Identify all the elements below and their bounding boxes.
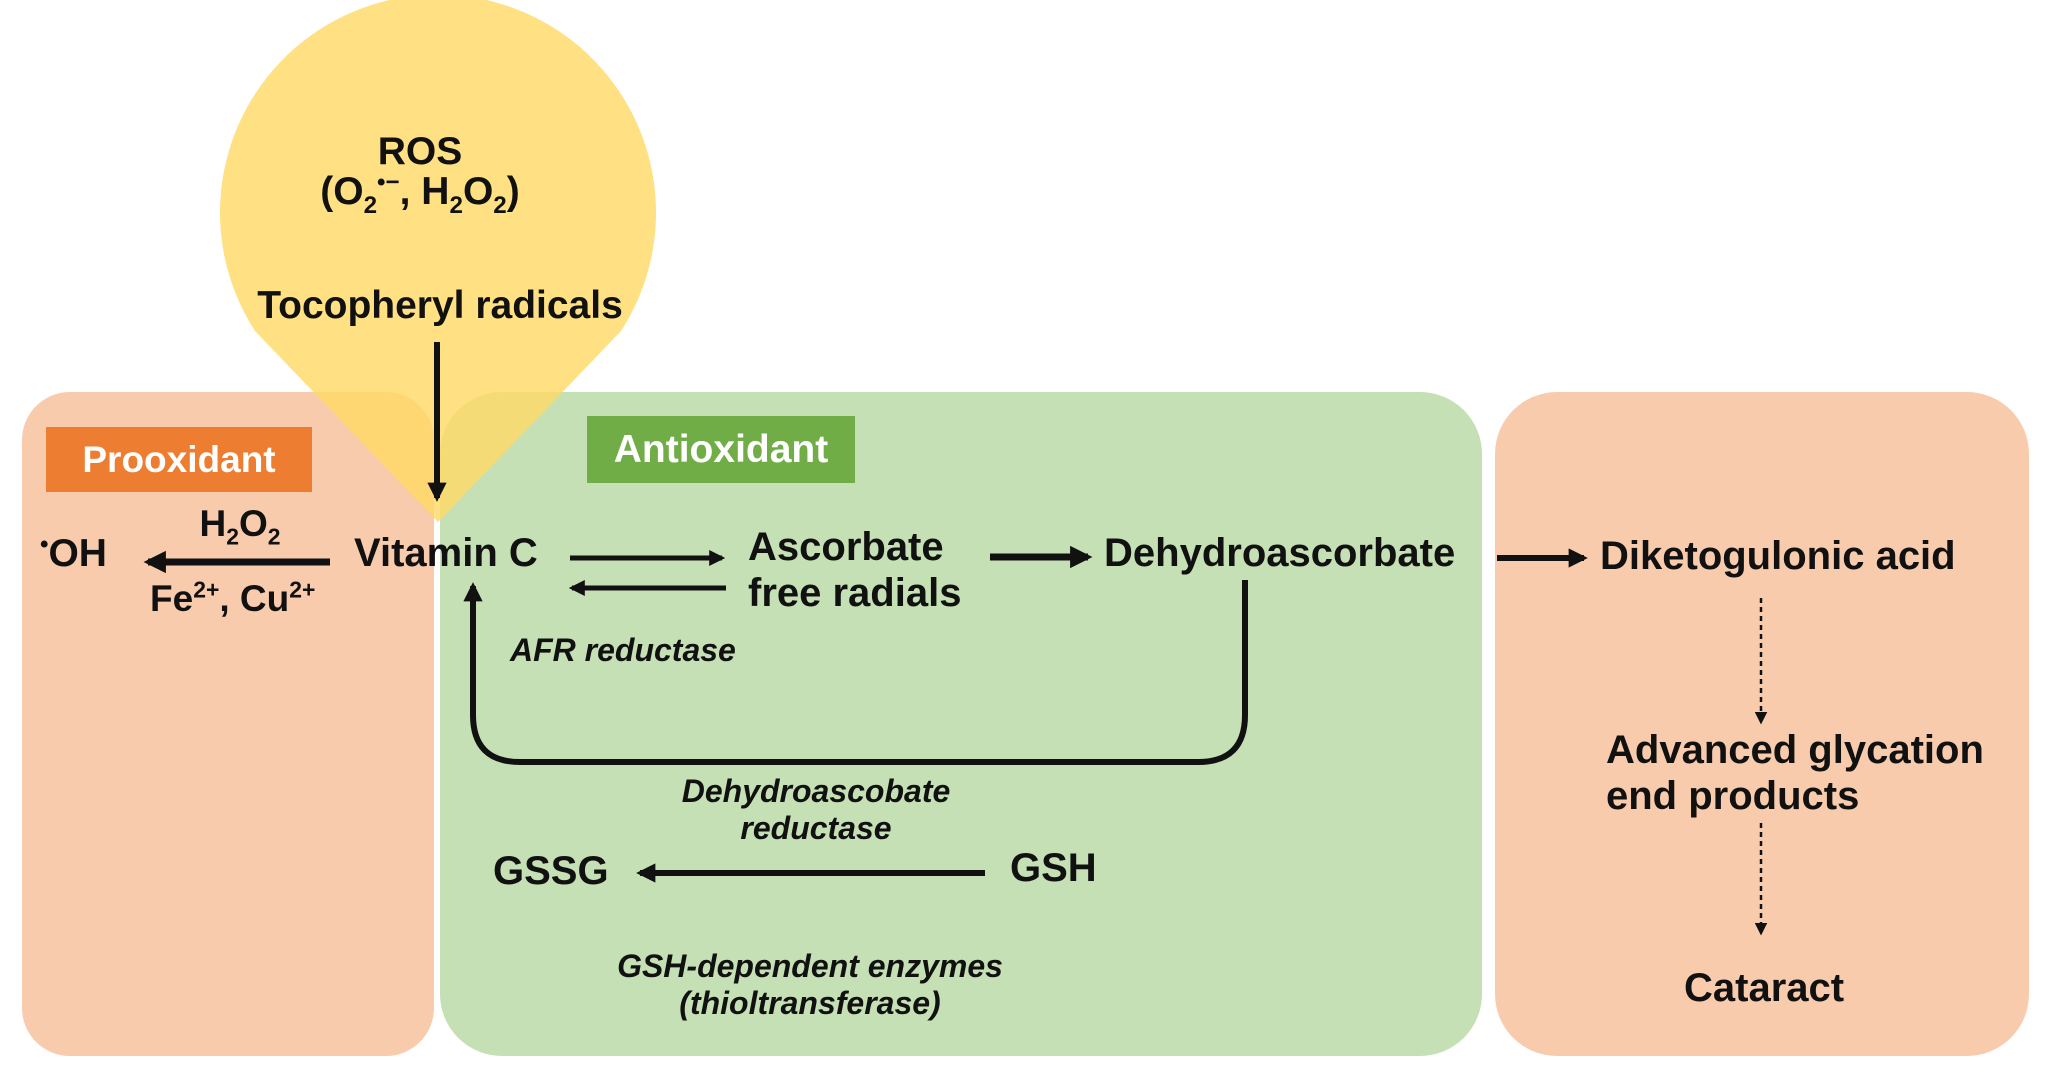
ros-species: (O2•−, H2O2) (320, 169, 520, 219)
gsh-label: GSH (1010, 846, 1097, 890)
antioxidant-tag-label: Antioxidant (613, 427, 829, 471)
antioxidant-tag: Antioxidant (587, 416, 855, 483)
gsh-dependent-enzymes-label: GSH-dependent enzymes (thioltransferase) (617, 948, 1003, 1021)
h2o2-label: H2O2 (199, 503, 281, 550)
afr-reductase-label: AFR reductase (510, 632, 736, 668)
prooxidant-tag: Prooxidant (46, 427, 312, 492)
ros-title: ROS (377, 130, 463, 173)
vitamin-c-label: Vitamin C (354, 531, 538, 575)
hydroxyl-radical-label: •OH (40, 531, 107, 575)
degradation-panel (1495, 392, 2029, 1056)
prooxidant-tag-label: Prooxidant (82, 438, 276, 480)
cataract-label: Cataract (1684, 966, 1845, 1010)
advanced-glycation-end-products-label: Advanced glycation end products (1606, 728, 1984, 818)
ascorbate-free-radicals-label: Ascorbate free radials (748, 525, 962, 615)
ros-drop (220, 0, 656, 522)
metal-ions-label: Fe2+, Cu2+ (150, 576, 316, 619)
prooxidant-panel (22, 392, 434, 1056)
dehydroascorbate-label: Dehydroascorbate (1104, 531, 1456, 575)
dehydroascorbate-reductase-label: Dehydroascobate reductase (681, 773, 951, 846)
diketogulonic-acid-label: Diketogulonic acid (1600, 534, 1956, 578)
gssg-label: GSSG (493, 849, 609, 893)
dehydroascorbate-recycle-arrow (463, 580, 1248, 765)
tocopheryl-radicals-label: Tocopheryl radicals (257, 284, 623, 327)
